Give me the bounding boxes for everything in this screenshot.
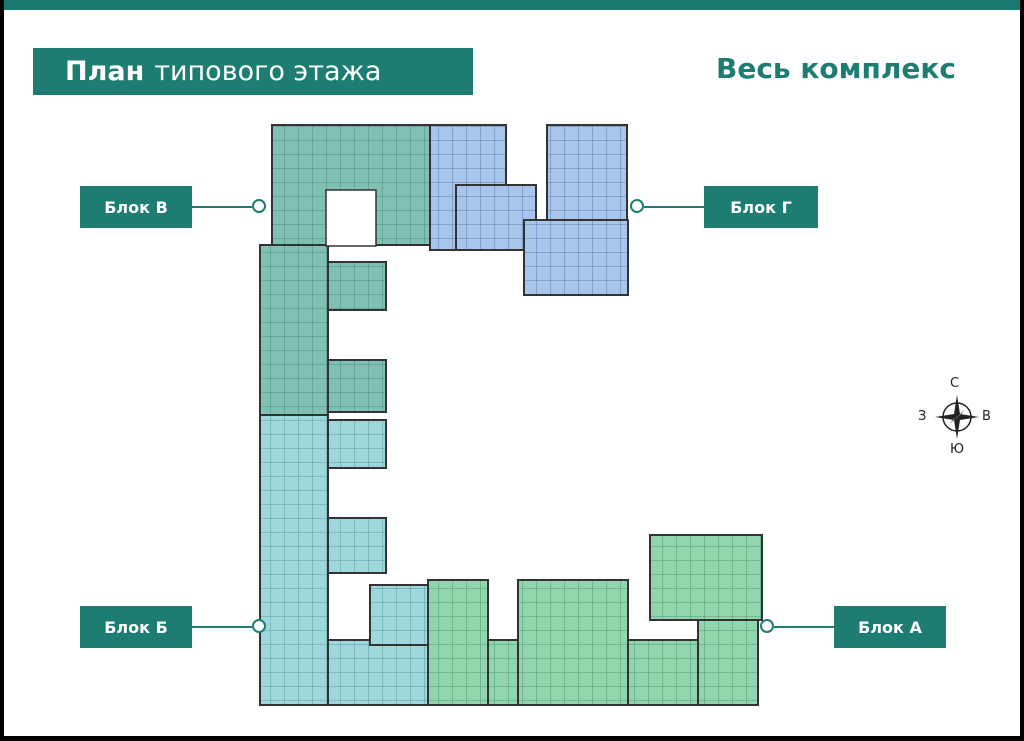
floor-plan bbox=[259, 124, 763, 706]
block-v-connector bbox=[192, 206, 252, 208]
compass-east-label: В bbox=[982, 409, 991, 424]
block-g-label[interactable]: Блок Г bbox=[704, 186, 818, 228]
block-b-label[interactable]: Блок Б bbox=[80, 606, 192, 648]
compass-west-label: З bbox=[918, 409, 927, 424]
compass-south-label: Ю bbox=[950, 442, 965, 457]
title-bold: План bbox=[65, 56, 145, 87]
block-b-plan[interactable] bbox=[259, 414, 429, 706]
top-bar bbox=[4, 0, 1020, 10]
block-g-plan[interactable] bbox=[429, 124, 629, 296]
compass: С Ю З В bbox=[916, 372, 996, 460]
block-v-label[interactable]: Блок В bbox=[80, 186, 192, 228]
whole-complex-link[interactable]: Весь комплекс bbox=[716, 52, 956, 85]
page-title: План типового этажа bbox=[33, 48, 473, 95]
block-a-label[interactable]: Блок А bbox=[834, 606, 946, 648]
block-b-connector bbox=[192, 626, 252, 628]
block-a-connector bbox=[774, 626, 834, 628]
title-rest: типового этажа bbox=[154, 56, 382, 87]
plan-frame: План типового этажа Весь комплекс bbox=[4, 0, 1020, 736]
block-a-plan[interactable] bbox=[427, 534, 763, 706]
compass-north-label: С bbox=[950, 376, 960, 391]
block-g-marker bbox=[630, 199, 644, 213]
block-a-marker bbox=[760, 619, 774, 633]
compass-rose-icon bbox=[935, 395, 979, 439]
block-v-marker bbox=[252, 199, 266, 213]
block-g-connector bbox=[644, 206, 704, 208]
block-v-plan[interactable] bbox=[259, 124, 433, 416]
block-b-marker bbox=[252, 619, 266, 633]
